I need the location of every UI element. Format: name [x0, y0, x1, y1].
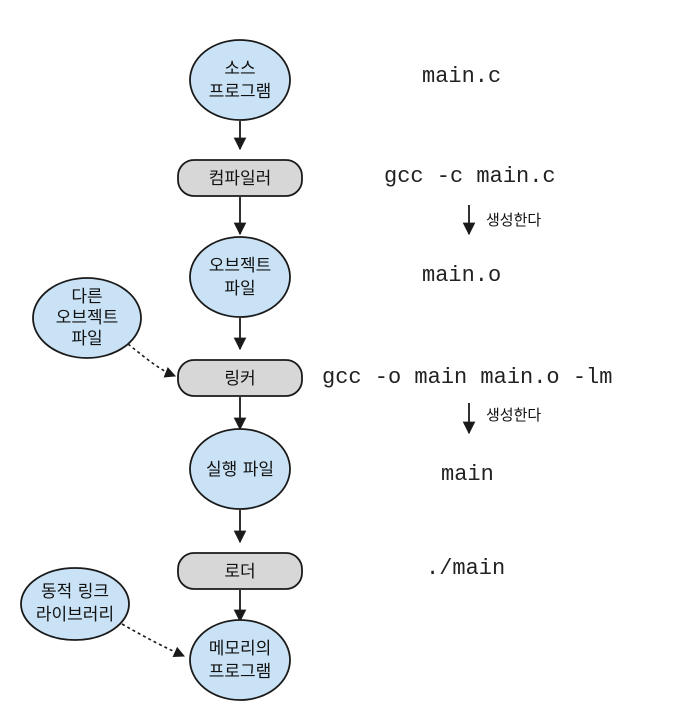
object-file-label-2: 파일 [224, 279, 255, 299]
source-program-label-1: 소스 [224, 59, 255, 79]
object-file-label-1: 오브젝트 [209, 256, 272, 276]
other-object-file-label-3: 파일 [71, 329, 102, 349]
other-object-file-label-2: 오브젝트 [56, 308, 119, 328]
dashed-arrow-library-to-memory [121, 623, 186, 658]
executable-file-node: 실행 파일 [189, 428, 291, 510]
dashed-arrow-other-object-to-linker [127, 343, 177, 378]
linker-label: 링커 [224, 369, 255, 389]
source-filename: main.c [422, 64, 501, 89]
object-filename: main.o [422, 263, 501, 288]
program-in-memory-node: 메모리의 프로그램 [189, 619, 291, 701]
loader-label: 로더 [224, 562, 255, 582]
generates-note-2: 생성한다 [486, 406, 541, 424]
other-object-file-node: 다른 오브젝트 파일 [32, 277, 142, 359]
source-program-node: 소스 프로그램 [189, 39, 291, 121]
dynamic-link-library-node: 동적 링크 라이브러리 [20, 567, 130, 641]
executable-file-label: 실행 파일 [206, 460, 274, 480]
compiler-node: 컴파일러 [177, 159, 303, 197]
compile-command: gcc -c main.c [384, 164, 556, 189]
executable-filename: main [441, 462, 494, 487]
generates-note-1: 생성한다 [486, 211, 541, 229]
dynamic-link-library-label-2: 라이브러리 [36, 605, 114, 625]
load-command: ./main [426, 556, 505, 581]
other-object-file-label-1: 다른 [71, 287, 102, 307]
link-command: gcc -o main main.o -lm [322, 365, 612, 390]
program-in-memory-label-1: 메모리의 [209, 639, 272, 659]
compiler-label: 컴파일러 [209, 169, 272, 189]
linker-node: 링커 [177, 359, 303, 397]
dynamic-link-library-label-1: 동적 링크 [41, 582, 109, 602]
program-in-memory-label-2: 프로그램 [209, 662, 272, 682]
source-program-label-2: 프로그램 [209, 82, 272, 102]
object-file-node: 오브젝트 파일 [189, 236, 291, 318]
loader-node: 로더 [177, 552, 303, 590]
